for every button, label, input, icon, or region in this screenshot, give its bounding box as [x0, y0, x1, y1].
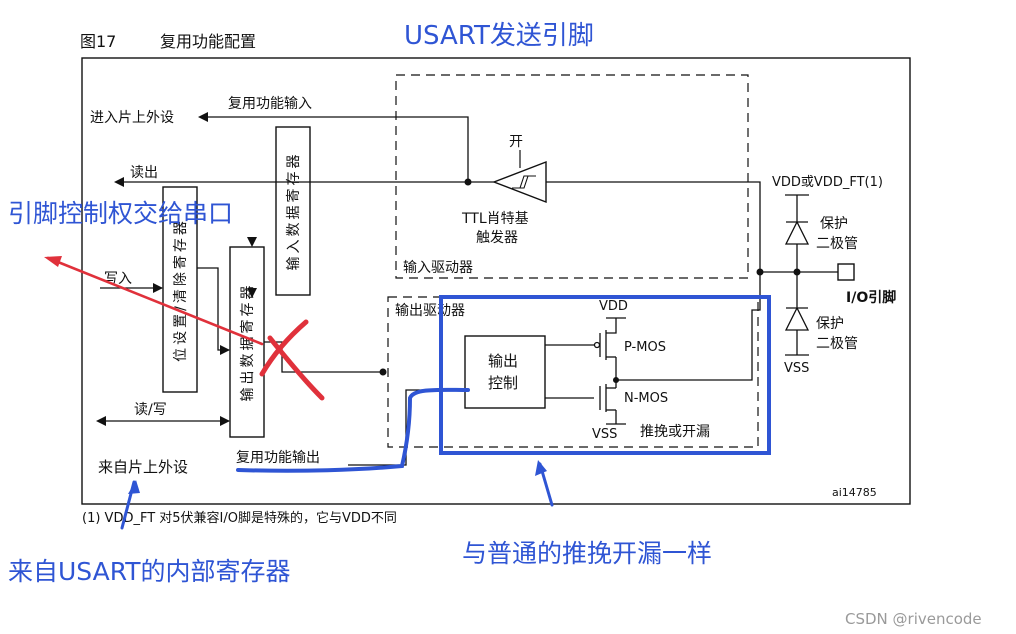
output-control-label-2: 控制 [488, 374, 518, 392]
protection-label-1: 保护 [820, 216, 848, 232]
input-data-register [275, 126, 311, 296]
read-out-label: 读出 [130, 164, 158, 181]
schmitt-label-2: 触发器 [476, 230, 518, 246]
hysteresis-icon [512, 175, 536, 189]
figure-number: 图17 [80, 32, 116, 51]
junction-dot [756, 268, 764, 276]
arrow-read-write-left [96, 416, 106, 426]
vss-label: VSS [592, 427, 617, 442]
io-pin-square [837, 263, 855, 281]
output-data-register-label: 输出数据寄存器 [239, 283, 256, 402]
arrow-write-in [153, 283, 163, 293]
diode-label-2: 二极管 [816, 336, 858, 352]
bit-set-reset-register-label: 位设置/清除寄存器 [172, 218, 189, 362]
from-peripheral-label: 来自片上外设 [98, 458, 188, 476]
protection-label-2: 保护 [816, 316, 844, 332]
junction-dot [613, 377, 619, 383]
vss-rail-label: VSS [784, 361, 809, 376]
alt-output-highlight-path [236, 387, 470, 473]
alt-input-label: 复用功能输入 [228, 95, 312, 112]
figure-title: 复用功能配置 [160, 32, 256, 51]
output-control-box [464, 335, 546, 409]
io-pin-label: I/O引脚 [846, 290, 896, 306]
pmos-label: P-MOS [624, 340, 666, 355]
annotation-same-as-normal: 与普通的推挽开漏一样 [462, 539, 712, 568]
output-control-label-1: 输出 [488, 352, 518, 370]
alt-output-label: 复用功能输出 [236, 449, 320, 466]
nmos-label: N-MOS [624, 391, 668, 406]
annotation-pin-control: 引脚控制权交给串口 [8, 199, 233, 228]
nmos-transistor-icon [599, 384, 616, 412]
diagram-frame [81, 57, 911, 505]
schmitt-on-label: 开 [509, 134, 523, 150]
bit-set-reset-register [162, 186, 198, 393]
arrow-bsrr-to-odr [220, 345, 230, 355]
write-in-label: 写入 [104, 271, 132, 287]
footnote: (1) VDD_FT 对5伏兼容I/O脚是特殊的，它与VDD不同 [82, 510, 397, 526]
annotation-from-usart-register: 来自USART的内部寄存器 [8, 557, 291, 586]
annotation-arrowhead-blue-2 [535, 460, 547, 476]
arrow-read-write-right [220, 416, 230, 426]
vdd-or-vddft-label: VDD或VDD_FT(1) [772, 175, 883, 190]
input-driver-label: 输入驱动器 [403, 260, 473, 276]
annotation-red-arrow [46, 256, 264, 346]
read-write-label: 读/写 [134, 401, 167, 418]
figure-id: ai14785 [832, 486, 877, 499]
input-data-register-label: 输入数据寄存器 [285, 152, 302, 271]
schmitt-trigger-symbol [492, 160, 547, 204]
arrow-to-peripheral [198, 112, 208, 122]
diode-label-1: 二极管 [816, 236, 858, 252]
output-driver-label: 输出驱动器 [395, 303, 465, 319]
junction-dot [793, 268, 801, 276]
schmitt-label-1: TTL肖特基 [461, 210, 529, 227]
push-pull-open-drain-label: 推挽或开漏 [640, 424, 710, 440]
protection-diode-top-icon [784, 220, 810, 245]
cross-mark-icon [259, 319, 325, 401]
watermark: CSDN @rivencode [845, 610, 982, 628]
junction-dot [464, 178, 472, 186]
annotation-usart-tx-pin: USART发送引脚 [404, 21, 594, 51]
input-driver-box [395, 74, 749, 279]
annotation-red-arrowhead [44, 256, 62, 267]
annotation-arrowhead-blue-1 [128, 480, 140, 494]
push-pull-highlight-box [439, 295, 771, 455]
arrow-odr-down-2 [247, 288, 257, 298]
arrow-read-out [114, 177, 124, 187]
junction-dot [379, 368, 387, 376]
arrow-odr-down [247, 237, 257, 247]
to-peripheral-label: 进入片上外设 [90, 110, 174, 126]
pmos-transistor-icon [593, 330, 617, 360]
vdd-label: VDD [599, 299, 628, 314]
protection-diode-bottom-icon [784, 306, 810, 331]
